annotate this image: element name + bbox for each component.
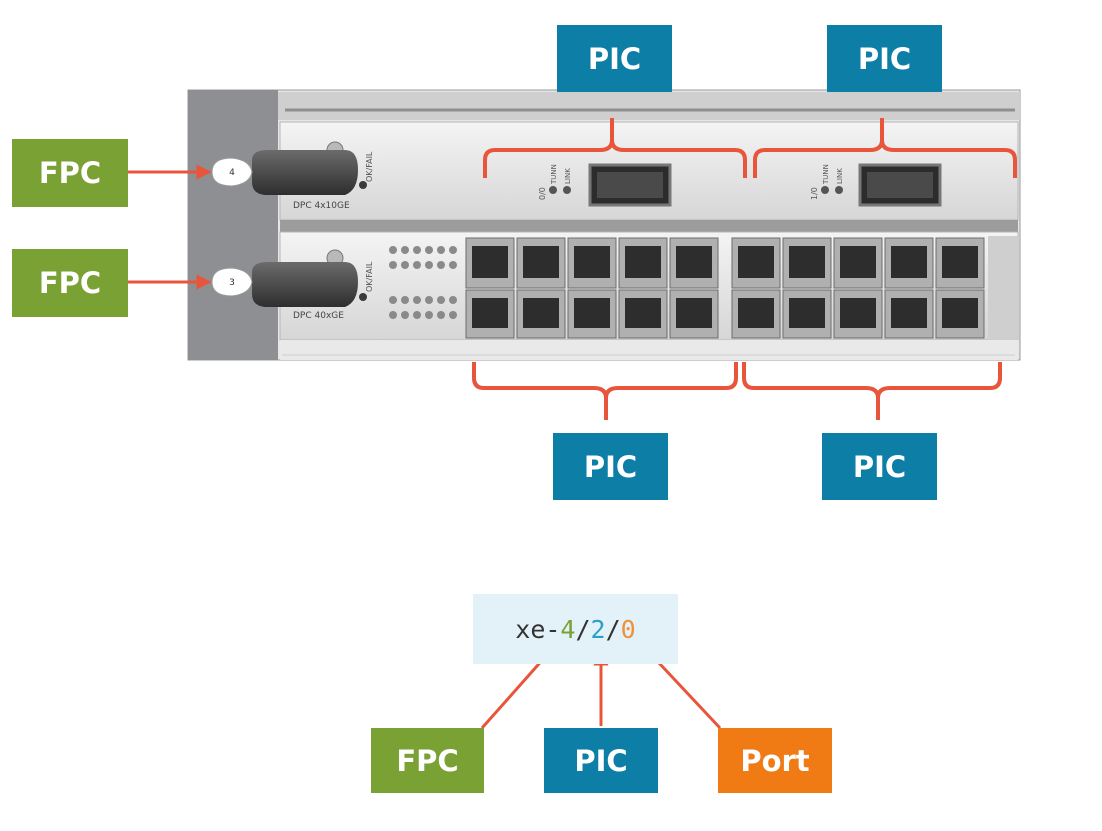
card-model-bottom: DPC 40xGE: [293, 311, 344, 321]
pic-id-top-1: 1/0: [810, 187, 819, 200]
led-link-label: LINK: [564, 168, 572, 184]
fpc-label-top: FPC: [12, 139, 128, 207]
sfp-port-icon: [789, 246, 825, 278]
interface-name: xe-4/2/0: [473, 594, 678, 664]
led-link-label: LINK: [836, 168, 844, 184]
led-array-icon: [389, 246, 457, 319]
pic-label-top-right: PIC: [827, 25, 942, 92]
sfp-port-icon: [891, 298, 927, 328]
ejector-handle-top: [252, 150, 358, 195]
sfp-port-icon: [789, 298, 825, 328]
ok-fail-label-bottom: OK/FAIL: [365, 261, 374, 292]
slot-number-bottom: 3: [229, 278, 235, 288]
sfp-port-icon: [738, 246, 774, 278]
sfp-port-icon: [574, 298, 610, 328]
sfp-port-icon: [840, 298, 876, 328]
sfp-port-icon: [840, 246, 876, 278]
slot-number-tag-top: [211, 157, 253, 187]
card-model-top: DPC 4x10GE: [293, 201, 350, 211]
interface-port: 0: [620, 614, 636, 644]
sfp-port-icon: [676, 298, 712, 328]
interface-fpc: 4: [560, 614, 576, 644]
fpc-legend-label: FPC: [371, 728, 484, 793]
ok-fail-label-top: OK/FAIL: [365, 151, 374, 182]
port-legend-label: Port: [718, 728, 832, 793]
slot-number-top: 4: [229, 168, 235, 178]
pic-brace-bottom-left: [472, 362, 738, 420]
pic-brace-top-left: [483, 118, 747, 178]
sfp-port-icon: [574, 246, 610, 278]
sfp-port-icon: [472, 246, 508, 278]
status-led-icon: [359, 293, 367, 301]
pic-id-top-0: 0/0: [538, 187, 547, 200]
led-icon: [821, 186, 829, 194]
interface-sep-2: /: [605, 614, 621, 644]
pic-label-bottom-right: PIC: [822, 433, 937, 500]
sfp-port-icon: [523, 298, 559, 328]
interface-sep-1: /: [575, 614, 591, 644]
sfp-port-icon: [738, 298, 774, 328]
pic-brace-bottom-right: [742, 362, 1002, 420]
pic-legend-label: PIC: [544, 728, 658, 793]
sfp-port-icon: [523, 246, 559, 278]
sfp-port-icon: [942, 246, 978, 278]
led-icon: [835, 186, 843, 194]
pic-brace-top-right: [753, 118, 1017, 178]
sfp-port-grid: [465, 237, 985, 339]
sfp-port-icon: [625, 298, 661, 328]
fpc-label-bottom: FPC: [12, 249, 128, 317]
sfp-port-icon: [942, 298, 978, 328]
sfp-port-icon: [891, 246, 927, 278]
led-icon: [563, 186, 571, 194]
interface-pic: 2: [590, 614, 606, 644]
sfp-port-icon: [676, 246, 712, 278]
pic-label-top-left: PIC: [557, 25, 672, 92]
status-led-icon: [359, 181, 367, 189]
router-chassis: OK/FAIL DPC 4x10GE 0/0 TUNN LINK 1/0 TUN…: [187, 89, 1021, 361]
sfp-port-icon: [625, 246, 661, 278]
ejector-handle-bottom: [252, 262, 358, 307]
interface-prefix: xe-: [515, 614, 561, 644]
sfp-port-icon: [472, 298, 508, 328]
pic-label-bottom-left: PIC: [553, 433, 668, 500]
led-icon: [549, 186, 557, 194]
led-tunn-label: TUNN: [550, 164, 558, 185]
led-tunn-label: TUNN: [822, 164, 830, 185]
slot-number-tag-bottom: [211, 267, 253, 297]
